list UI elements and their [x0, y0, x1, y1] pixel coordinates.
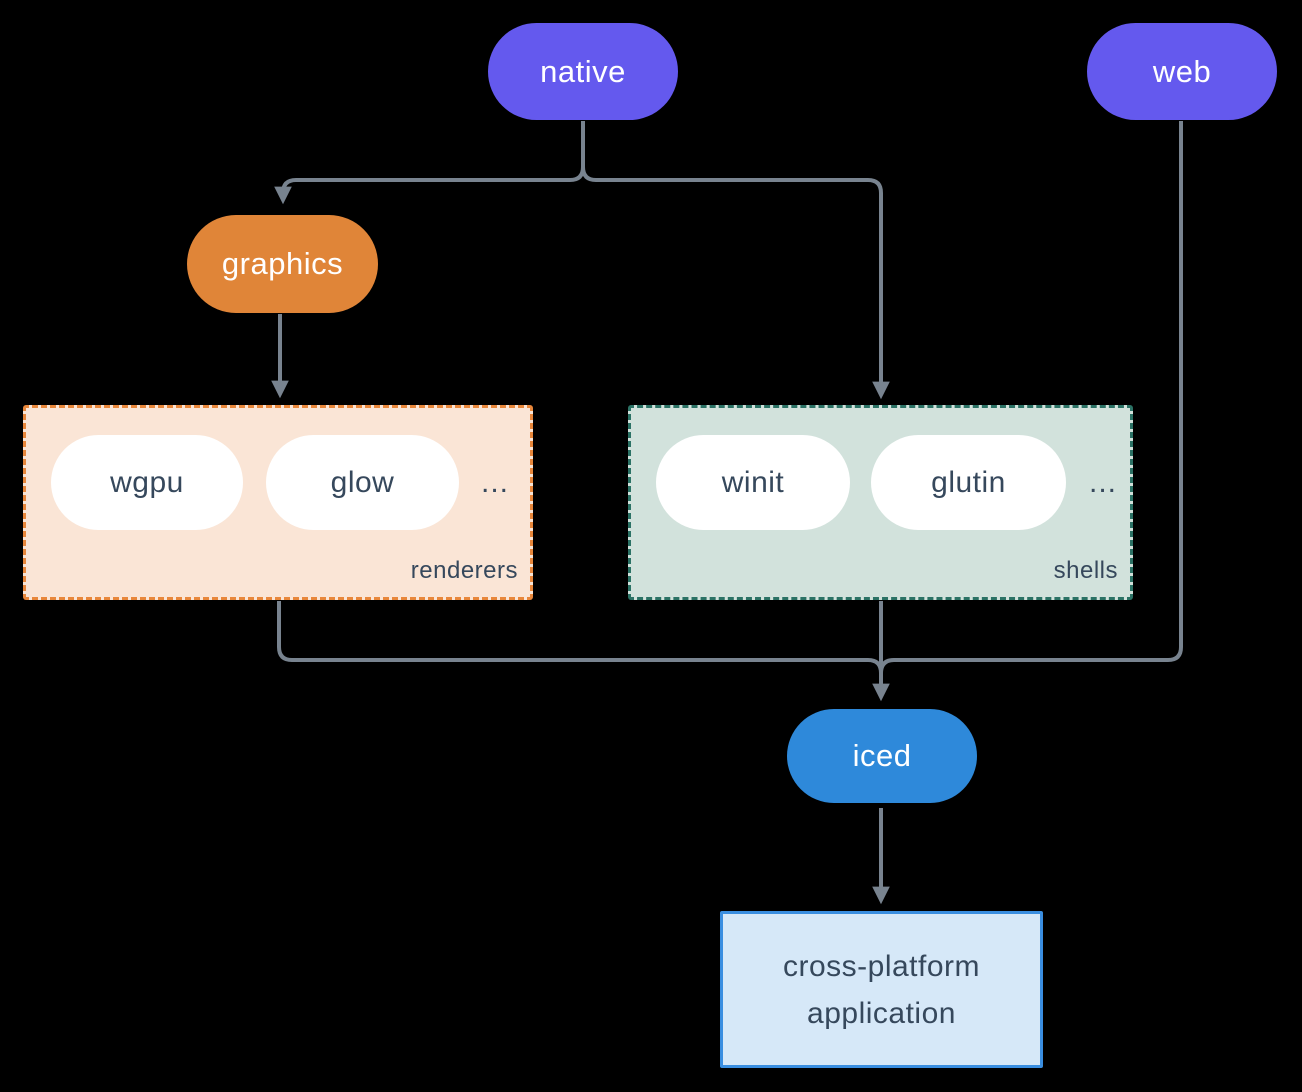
group-renderers: wgpu glow ... renderers: [23, 405, 533, 600]
shells-ellipsis: ...: [1089, 465, 1118, 499]
group-shells: winit glutin ... shells: [628, 405, 1133, 600]
app-label-line2: application: [807, 996, 956, 1030]
node-native-label: native: [540, 53, 626, 89]
node-wgpu-label: wgpu: [110, 465, 184, 499]
renderers-ellipsis: ...: [481, 465, 510, 499]
node-cross-platform-application: cross-platform application: [720, 911, 1043, 1068]
node-glow: glow: [266, 435, 459, 530]
node-graphics: graphics: [187, 215, 378, 313]
node-winit: winit: [656, 435, 850, 530]
edge-native-to-shells: [581, 121, 890, 400]
node-web: web: [1087, 23, 1277, 120]
node-glutin: glutin: [871, 435, 1066, 530]
node-glow-label: glow: [330, 465, 395, 499]
edge-renderers-to-iced: [277, 601, 883, 676]
edge-native-to-graphics: [274, 121, 585, 205]
node-glutin-label: glutin: [931, 465, 1006, 499]
node-iced-label: iced: [852, 738, 912, 773]
node-native: native: [488, 23, 678, 120]
node-winit-label: winit: [721, 465, 785, 499]
node-wgpu: wgpu: [51, 435, 243, 530]
group-renderers-label: renderers: [410, 557, 518, 584]
node-web-label: web: [1152, 53, 1212, 89]
app-label-line1: cross-platform: [782, 949, 981, 983]
node-iced: iced: [787, 709, 977, 803]
node-graphics-label: graphics: [221, 246, 344, 281]
group-shells-label: shells: [1053, 557, 1118, 584]
